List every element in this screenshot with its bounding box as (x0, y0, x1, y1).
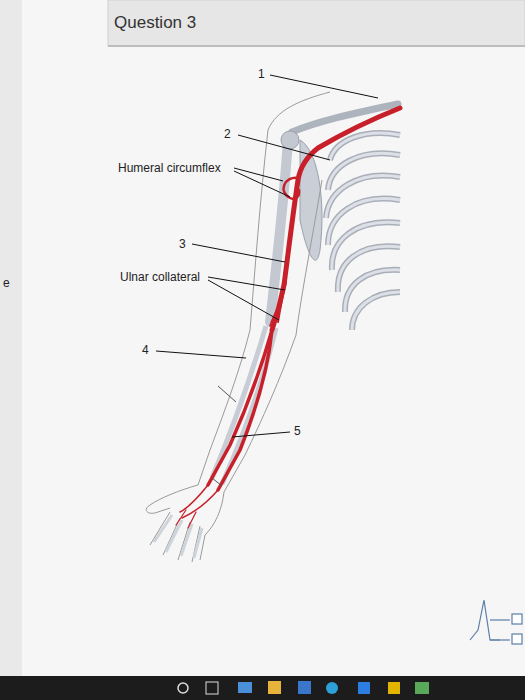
humeral-head (281, 131, 299, 149)
part-label: Humeral circumflex (118, 162, 221, 175)
ribcage-highlight (326, 133, 400, 330)
taskbar (0, 676, 525, 700)
ribcage (326, 133, 400, 330)
humerus (270, 140, 288, 322)
taskbar-icons (178, 681, 429, 694)
side-strip (0, 0, 22, 676)
tick-marks (212, 386, 236, 486)
part-label: e (3, 277, 10, 290)
callout-number: 2 (224, 128, 231, 141)
callout-number: 5 (294, 425, 301, 438)
part-label: Ulnar collateral (120, 271, 200, 284)
header-bar (108, 0, 525, 46)
leader-lines (156, 75, 378, 437)
callout-number: 3 (179, 238, 186, 251)
question-title: Question 3 (114, 14, 196, 33)
corner-graphic (470, 600, 522, 644)
header-rule (108, 45, 525, 47)
hand-outline (146, 485, 224, 562)
callout-number: 1 (258, 68, 265, 81)
callout-number: 4 (142, 344, 149, 357)
page-ground (22, 0, 525, 676)
